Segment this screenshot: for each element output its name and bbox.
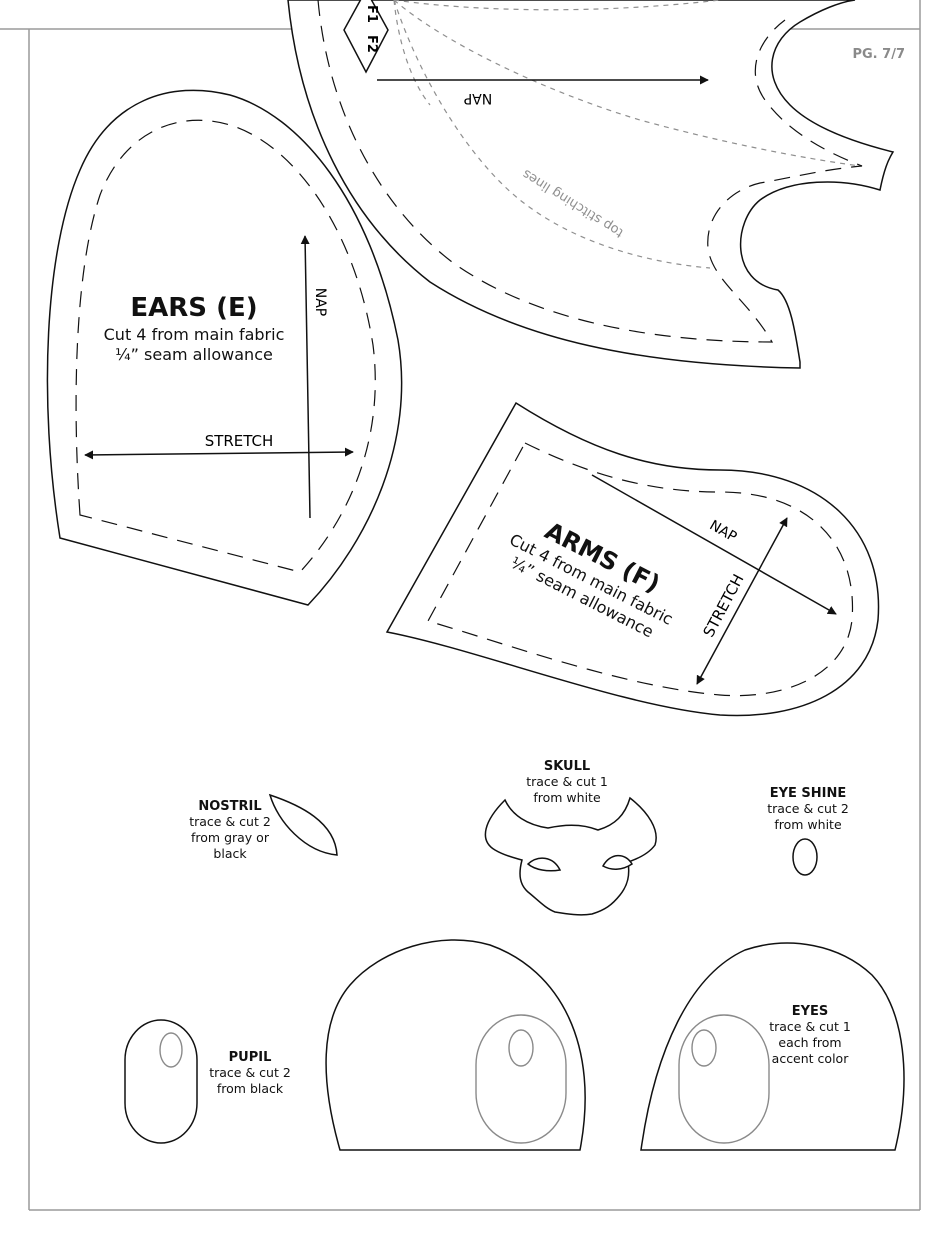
nostril-line-3: black (213, 846, 247, 861)
wing-tab-marker (343, 0, 389, 74)
ears-stretch-arrow (84, 447, 354, 460)
ears-stretch-label: STRETCH (205, 432, 274, 450)
eyes-line-1: trace & cut 1 (769, 1019, 851, 1034)
pupil-title: PUPIL (229, 1050, 272, 1065)
arms-stretch-arrow (696, 517, 788, 685)
page-number: PG. 7/7 (852, 47, 905, 62)
ears-nap-arrow (300, 235, 311, 519)
eyes-title: EYES (792, 1004, 829, 1019)
pupil-piece: PUPIL trace & cut 2 from black (124, 1019, 291, 1144)
wing-tab-label-f1: F1 (364, 5, 379, 23)
eye-piece-right (640, 942, 905, 1151)
skull-line-2: from white (533, 790, 601, 805)
nostril-title: NOSTRIL (198, 799, 261, 814)
arms-piece: NAP STRETCH ARMS (F) Cut 4 from main fab… (385, 401, 880, 717)
ears-piece: NAP STRETCH EARS (E) Cut 4 from main fab… (46, 89, 403, 606)
eyes-line-2: each from (778, 1035, 841, 1050)
pupil-line-1: trace & cut 2 (209, 1065, 291, 1080)
ears-title: EARS (E) (130, 293, 257, 323)
pupil-line-2: from black (217, 1081, 284, 1096)
skull-title: SKULL (544, 759, 590, 774)
ears-line-1: Cut 4 from main fabric (104, 325, 285, 344)
skull-line-1: trace & cut 1 (526, 774, 608, 789)
nostril-piece: NOSTRIL trace & cut 2 from gray or black (189, 793, 338, 861)
nostril-line-1: trace & cut 2 (189, 814, 271, 829)
eye-shine-title: EYE SHINE (770, 786, 847, 801)
eye-piece-left (325, 939, 586, 1151)
wing-piece: F1 F2 NAP top stitching lines (287, 0, 895, 369)
ears-nap-label: NAP (312, 288, 328, 317)
eye-shine-line-1: trace & cut 2 (767, 801, 849, 816)
skull-eye-right (601, 854, 634, 870)
wing-grain-label: NAP (464, 90, 493, 106)
nostril-line-2: from gray or (191, 830, 270, 845)
eye-shine-line-2: from white (774, 817, 842, 832)
skull-piece: SKULL trace & cut 1 from white (484, 759, 657, 916)
skull-eye-left (526, 857, 562, 872)
ears-line-2: ¼” seam allowance (115, 345, 273, 364)
eyes-line-3: accent color (772, 1051, 850, 1066)
eye-shine-piece: EYE SHINE trace & cut 2 from white (767, 786, 849, 876)
wing-tab-label-f2: F2 (364, 35, 379, 53)
